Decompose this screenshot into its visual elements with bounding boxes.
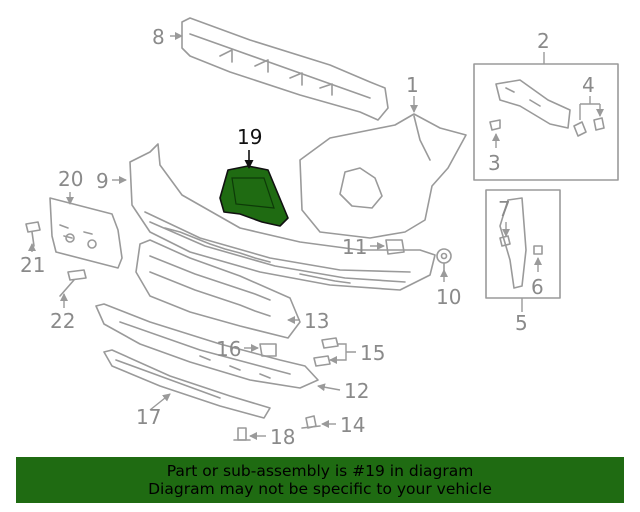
part-8-absorber[interactable] xyxy=(181,17,389,121)
callout-15: 15 xyxy=(360,341,385,365)
part-20-license-bracket[interactable] xyxy=(49,197,123,269)
callout-20: 20 xyxy=(58,167,83,191)
part-11-retainer[interactable] xyxy=(385,239,405,255)
part-14-bolt[interactable] xyxy=(301,415,321,429)
callout-6: 6 xyxy=(531,275,544,299)
callout-12: 12 xyxy=(344,379,369,403)
part-21-screw[interactable] xyxy=(25,221,41,247)
callout-5: 5 xyxy=(515,311,528,335)
part-16-retainer[interactable] xyxy=(259,343,277,357)
callout-17: 17 xyxy=(136,405,161,429)
callout-1: 1 xyxy=(406,73,419,97)
part-15-clips[interactable] xyxy=(313,337,339,367)
leader-lines xyxy=(28,32,600,440)
callout-19-highlighted: 19 xyxy=(237,125,262,149)
part-9-grille[interactable] xyxy=(129,143,436,291)
part-22-stud[interactable] xyxy=(59,269,87,297)
part-19-bracket-highlighted[interactable] xyxy=(219,165,289,227)
part-18-bolt[interactable] xyxy=(233,427,251,441)
callout-16: 16 xyxy=(216,337,241,361)
callout-22: 22 xyxy=(50,309,75,333)
callout-labels: 1 2 3 4 5 6 7 8 9 10 11 12 13 14 15 16 1… xyxy=(20,25,595,449)
callout-9: 9 xyxy=(96,169,109,193)
callout-3: 3 xyxy=(488,151,501,175)
part-10-clip[interactable] xyxy=(436,248,452,273)
part-13-lower-grille[interactable] xyxy=(135,239,301,339)
part-2-bracket-box[interactable] xyxy=(473,63,619,181)
banner-line-1: Part or sub-assembly is #19 in diagram xyxy=(166,462,474,480)
info-banner: Part or sub-assembly is #19 in diagram D… xyxy=(16,457,624,503)
callout-21: 21 xyxy=(20,253,45,277)
callout-10: 10 xyxy=(436,285,461,309)
callout-2: 2 xyxy=(537,29,550,53)
callout-4: 4 xyxy=(582,73,595,97)
banner-line-2: Diagram may not be specific to your vehi… xyxy=(148,480,492,498)
part-1-bumper-cover[interactable] xyxy=(299,113,467,239)
callout-7: 7 xyxy=(498,197,511,221)
callout-8: 8 xyxy=(152,25,165,49)
callout-14: 14 xyxy=(340,413,365,437)
callout-13: 13 xyxy=(304,309,329,333)
callout-11: 11 xyxy=(342,235,367,259)
part-17-strip[interactable] xyxy=(103,349,271,419)
callout-18: 18 xyxy=(270,425,295,449)
part-12-lower-bezel[interactable] xyxy=(95,303,319,389)
